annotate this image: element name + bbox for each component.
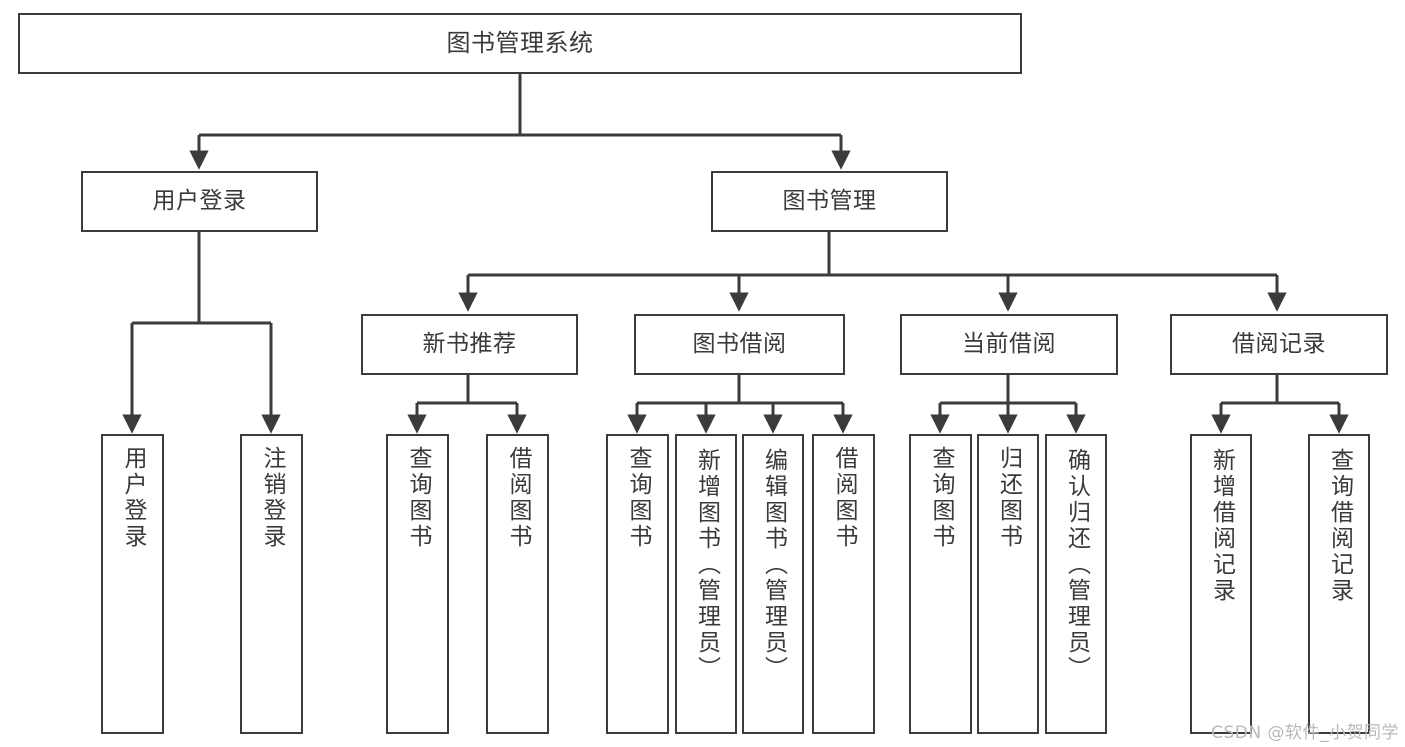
node-leaf-rec-add[interactable]: 新增借阅记录 — [1190, 434, 1252, 734]
node-book-manage[interactable]: 图书管理 — [711, 171, 948, 232]
node-user-login-label: 用户登录 — [152, 187, 247, 214]
node-leaf-cur-return-label: 归还图书 — [995, 446, 1022, 550]
node-root-label: 图书管理系统 — [446, 29, 594, 58]
node-leaf-borrow-add[interactable]: 新增图书（管理员） — [675, 434, 737, 734]
node-current-borrow[interactable]: 当前借阅 — [900, 314, 1118, 375]
node-leaf-user-login-label: 用户登录 — [120, 446, 146, 550]
node-borrow-record[interactable]: 借阅记录 — [1170, 314, 1388, 375]
node-leaf-borrow-lend[interactable]: 借阅图书 — [812, 434, 875, 734]
node-leaf-rec-borrow-label: 借阅图书 — [505, 446, 531, 550]
node-leaf-cur-query-label: 查询图书 — [928, 446, 954, 550]
node-leaf-borrow-add-label: 新增图书（管理员） — [693, 448, 720, 682]
node-leaf-rec-add-label: 新增借阅记录 — [1208, 448, 1235, 604]
node-leaf-rec-query[interactable]: 查询图书 — [386, 434, 449, 734]
node-leaf-rec-search[interactable]: 查询借阅记录 — [1308, 434, 1370, 734]
node-leaf-borrow-edit[interactable]: 编辑图书（管理员） — [742, 434, 804, 734]
node-leaf-cur-confirm-label: 确认归还（管理员） — [1063, 448, 1090, 682]
node-leaf-borrow-lend-label: 借阅图书 — [831, 446, 857, 550]
node-leaf-rec-query-label: 查询图书 — [405, 446, 431, 550]
node-new-book-rec[interactable]: 新书推荐 — [361, 314, 578, 375]
node-book-borrow-label: 图书借阅 — [692, 330, 787, 357]
node-leaf-borrow-edit-label: 编辑图书（管理员） — [760, 448, 787, 682]
node-root[interactable]: 图书管理系统 — [18, 13, 1022, 74]
node-leaf-user-login[interactable]: 用户登录 — [101, 434, 164, 734]
node-leaf-borrow-query-label: 查询图书 — [625, 446, 651, 550]
node-new-book-rec-label: 新书推荐 — [422, 330, 517, 357]
node-leaf-borrow-query[interactable]: 查询图书 — [606, 434, 669, 734]
node-leaf-cur-confirm[interactable]: 确认归还（管理员） — [1045, 434, 1107, 734]
node-leaf-user-logout-label: 注销登录 — [259, 446, 285, 550]
node-user-login[interactable]: 用户登录 — [81, 171, 318, 232]
node-leaf-user-logout[interactable]: 注销登录 — [240, 434, 303, 734]
node-current-borrow-label: 当前借阅 — [962, 330, 1056, 357]
node-leaf-cur-query[interactable]: 查询图书 — [909, 434, 972, 734]
node-leaf-rec-borrow[interactable]: 借阅图书 — [486, 434, 549, 734]
node-leaf-rec-search-label: 查询借阅记录 — [1326, 448, 1353, 604]
node-book-borrow[interactable]: 图书借阅 — [634, 314, 845, 375]
node-book-manage-label: 图书管理 — [782, 187, 877, 214]
node-leaf-cur-return[interactable]: 归还图书 — [977, 434, 1039, 734]
node-borrow-record-label: 借阅记录 — [1232, 330, 1326, 357]
